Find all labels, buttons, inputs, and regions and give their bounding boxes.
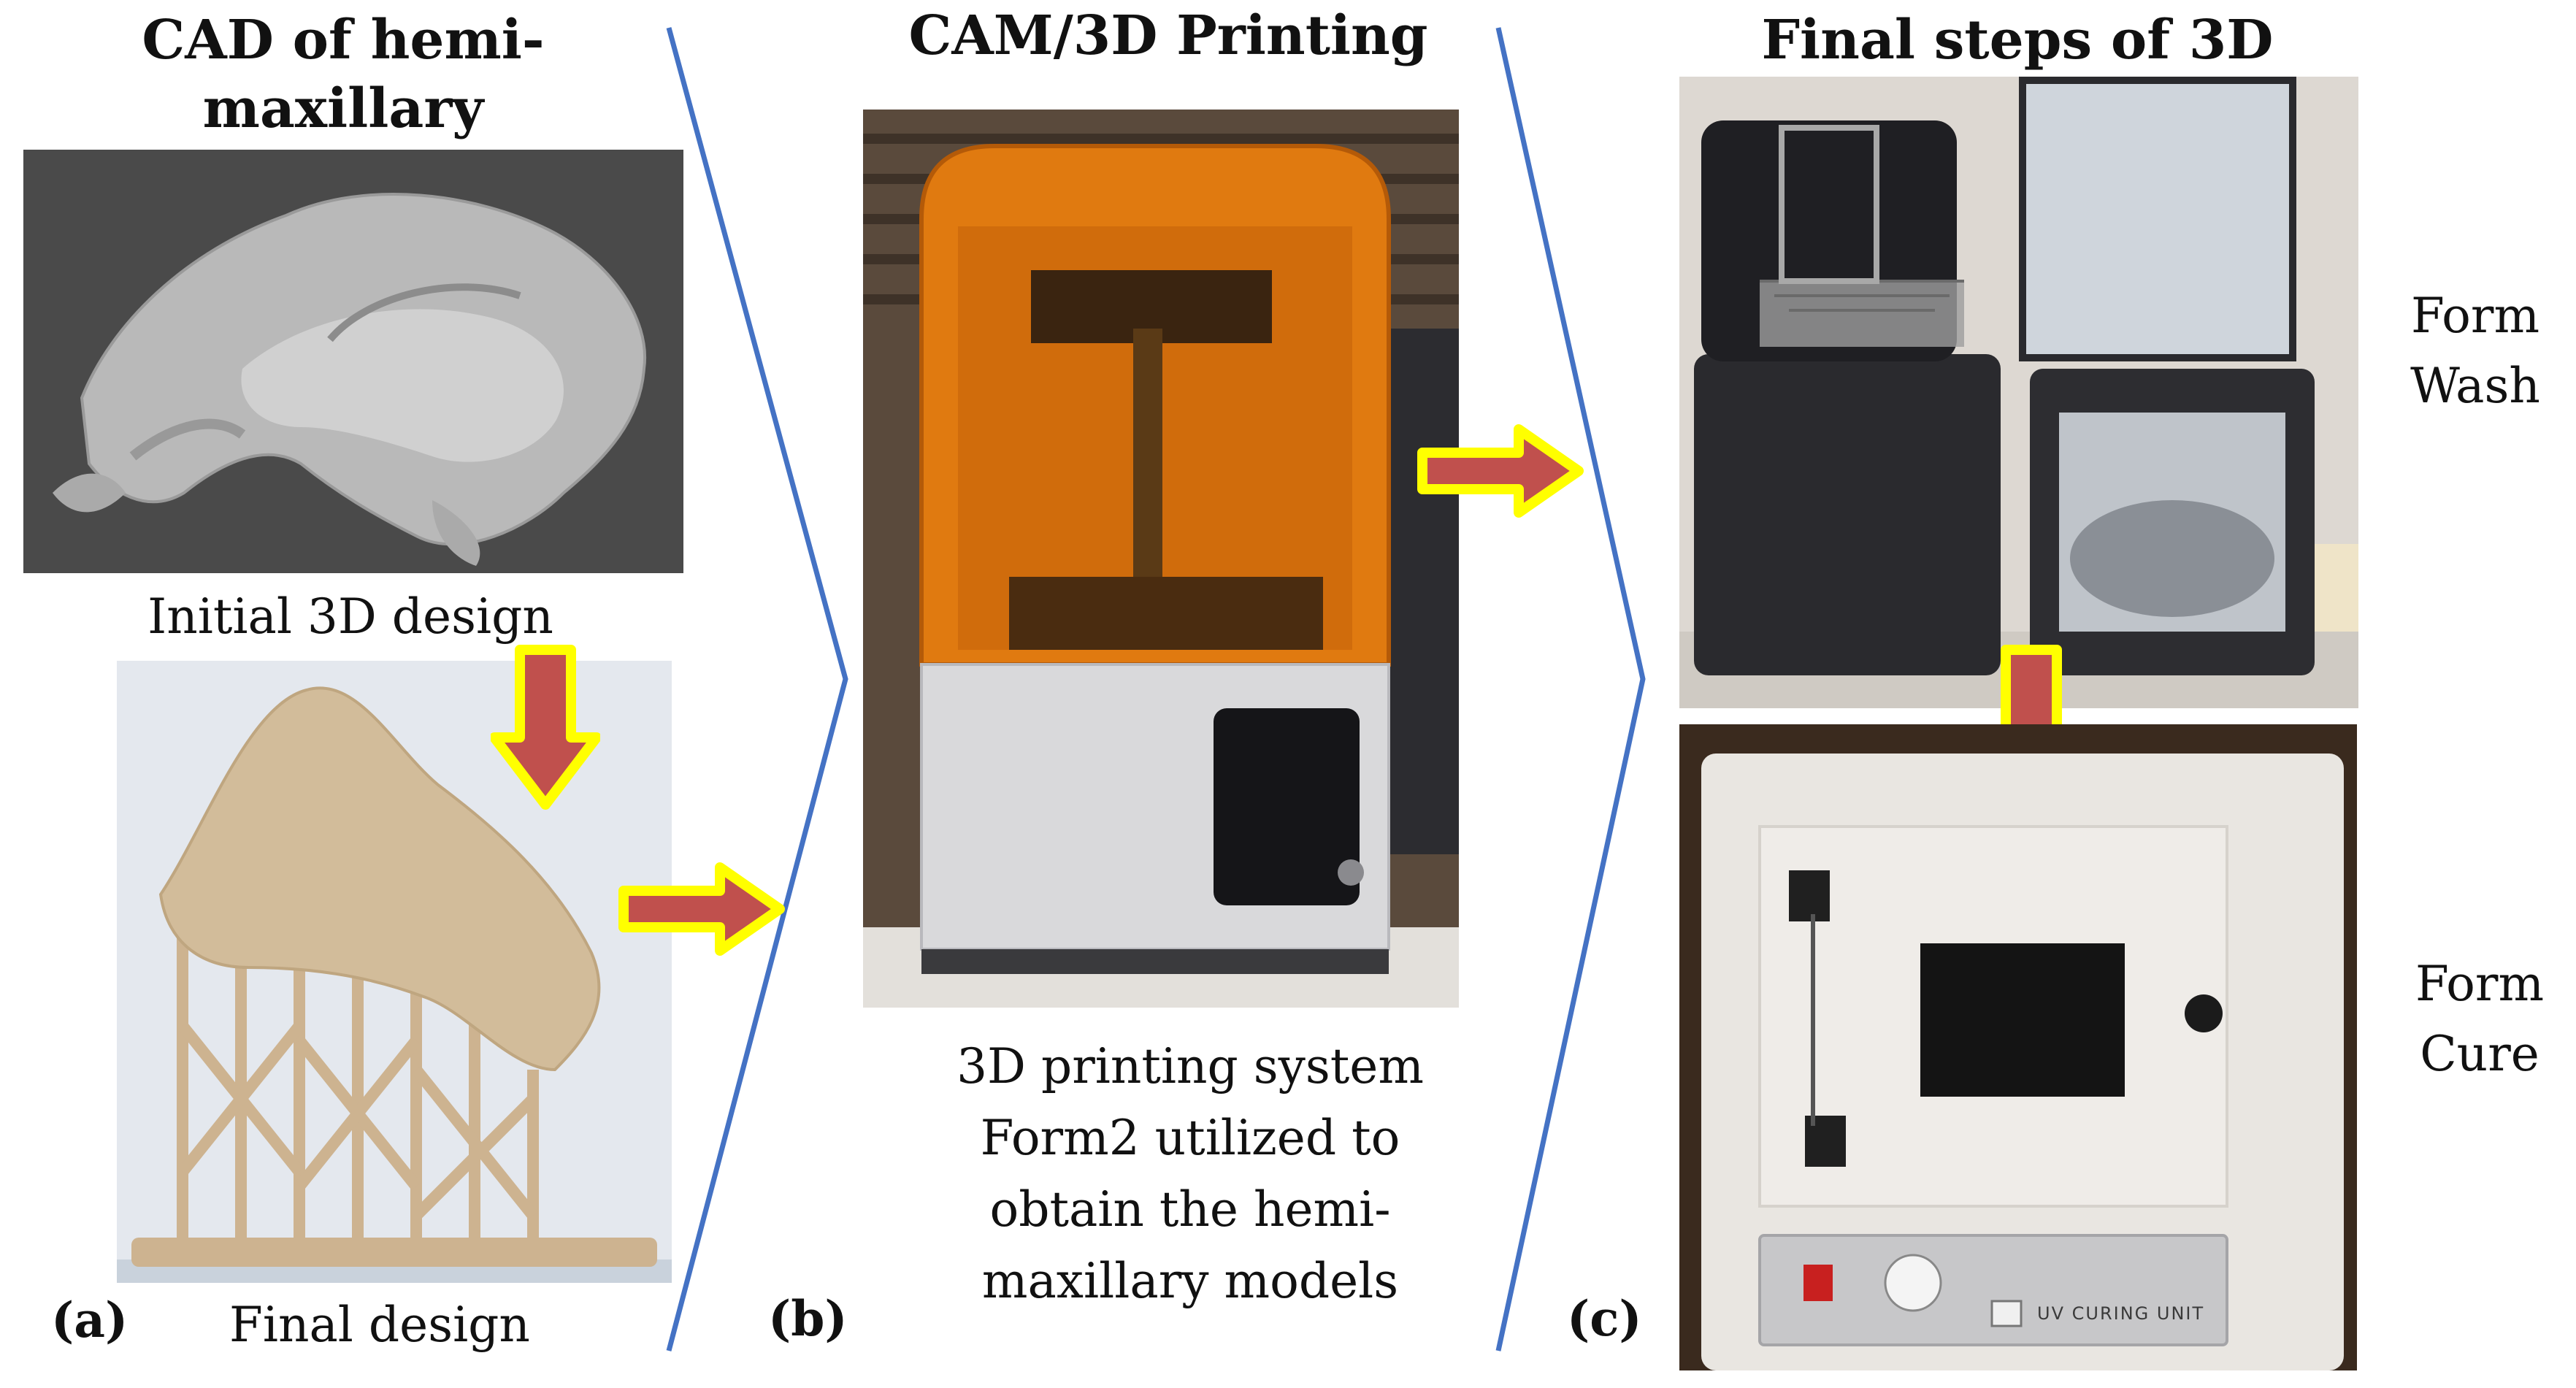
arrow-down-panel-a	[491, 645, 600, 810]
panel-c-side-label-wash: Form Wash	[2410, 288, 2540, 414]
panel-a-title: CAD of hemi-maxillary	[142, 9, 545, 140]
panel-a-caption-final: Final design	[229, 1297, 530, 1353]
arrow-right-panel-b	[1417, 424, 1584, 518]
panel-b-title: CAM/3D Printing	[908, 4, 1428, 67]
panel-b-caption: 3D printing system Form2 utilized to obt…	[957, 1038, 1424, 1309]
form-wash-photo	[1679, 77, 2358, 708]
panel-c-side-label-cure: Form Cure	[2415, 956, 2545, 1082]
form-cure-photo	[1679, 724, 2357, 1370]
cure-unit-label: UV CURING UNIT	[2037, 1303, 2205, 1324]
arrow-right-panel-a	[618, 862, 785, 956]
divider-left	[666, 27, 848, 1351]
cad-initial-design-image	[23, 150, 683, 573]
divider-right	[1495, 27, 1646, 1351]
panel-a-label: (a)	[51, 1292, 129, 1349]
panel-c-label: (c)	[1567, 1290, 1642, 1347]
panel-b-label: (b)	[768, 1290, 848, 1347]
form2-printer-photo	[863, 110, 1459, 1008]
panel-a-caption-initial: Initial 3D design	[147, 588, 553, 645]
